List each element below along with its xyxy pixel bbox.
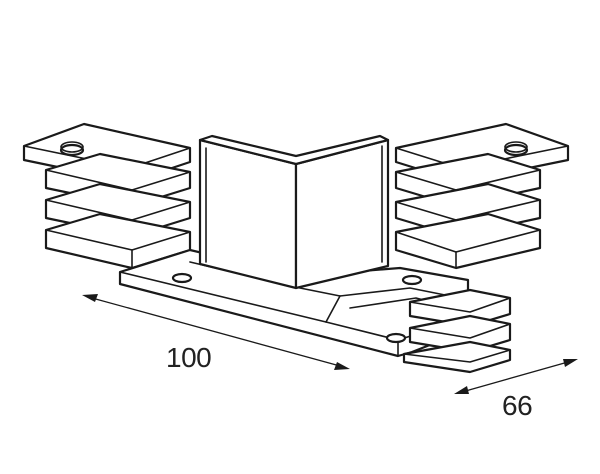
length-arrow-end	[334, 362, 350, 370]
center-body	[198, 134, 390, 290]
left-screw-hole	[59, 143, 85, 157]
right-connector	[394, 122, 570, 270]
length-dimension-label: 100	[166, 342, 211, 373]
width-dimension-line	[461, 361, 569, 393]
length-dimension-line	[91, 297, 341, 367]
right-lower-connector	[402, 288, 512, 374]
width-dimension: 66	[454, 359, 578, 421]
left-connector	[22, 122, 192, 270]
right-screw-hole	[503, 143, 529, 157]
length-arrow-start	[82, 294, 98, 302]
width-dimension-label: 66	[502, 390, 532, 421]
width-arrow-end	[563, 359, 578, 367]
width-arrow-start	[454, 386, 469, 394]
base-hole-right	[401, 274, 423, 286]
length-dimension: 100	[82, 294, 350, 373]
base-hole-front	[385, 332, 407, 344]
base-hole-left	[171, 272, 193, 284]
